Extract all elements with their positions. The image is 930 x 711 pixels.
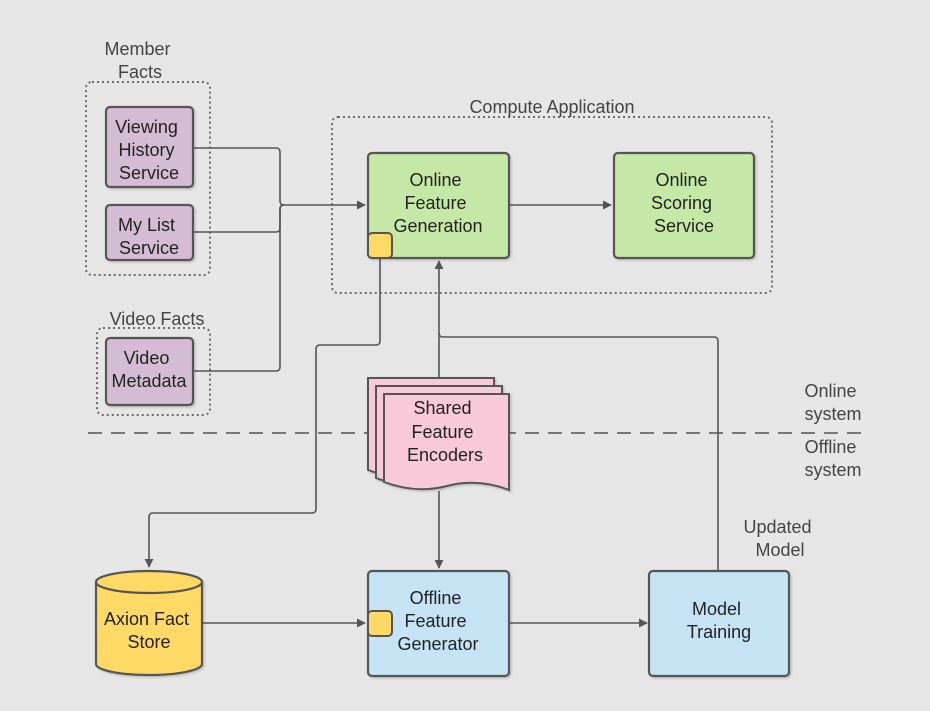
model-training-node[interactable] [647, 569, 791, 678]
offline-system-label: Offline system [804, 437, 861, 480]
axion-fact-store-text: Axion Fact Store [104, 609, 194, 652]
connector-model-training-to-online-feature-generation [438, 332, 719, 571]
online-system-label: Online system [804, 381, 861, 424]
connector-video-metadata-to-online-feature-generation [193, 204, 285, 372]
shared-feature-encoders-text: Shared Feature Encoders [407, 398, 483, 465]
offline-feature-generator-yellow-badge-icon [367, 610, 393, 637]
member-facts-group [85, 81, 211, 276]
connector-my-list-to-online-feature-generation [193, 204, 285, 233]
my-list-service-node[interactable] [104, 203, 195, 262]
compute-application-label: Compute Application [469, 97, 634, 117]
viewing-history-service-text: Viewing History Service [115, 117, 183, 183]
online-scoring-service-text: Online Scoring Service [651, 170, 717, 236]
member-facts-label: Member Facts [104, 39, 175, 82]
model-training-text: Model Training [687, 599, 751, 642]
online-scoring-service-node[interactable] [612, 151, 756, 260]
video-facts-label: Video Facts [110, 309, 205, 329]
online-feature-generation-yellow-badge-icon [367, 232, 393, 259]
connector-online-feature-generation-to-axion-fact-store [144, 259, 381, 568]
video-facts-group [96, 327, 211, 416]
shared-feature-encoders-node[interactable] [367, 377, 510, 492]
my-list-service-text: My List Service [118, 215, 180, 258]
offline-feature-generator-text: Offline Feature Generator [397, 588, 478, 654]
connector-viewing-history-to-online-feature-generation [193, 147, 366, 210]
online-feature-generation-node[interactable] [366, 151, 511, 260]
video-metadata-node[interactable] [104, 336, 195, 407]
online-feature-generation-text: Online Feature Generation [393, 170, 482, 236]
updated-model-label: Updated Model [743, 517, 816, 560]
axion-fact-store-node[interactable] [94, 569, 204, 677]
viewing-history-service-node[interactable] [104, 105, 195, 189]
video-metadata-text: Video Metadata [111, 348, 187, 391]
